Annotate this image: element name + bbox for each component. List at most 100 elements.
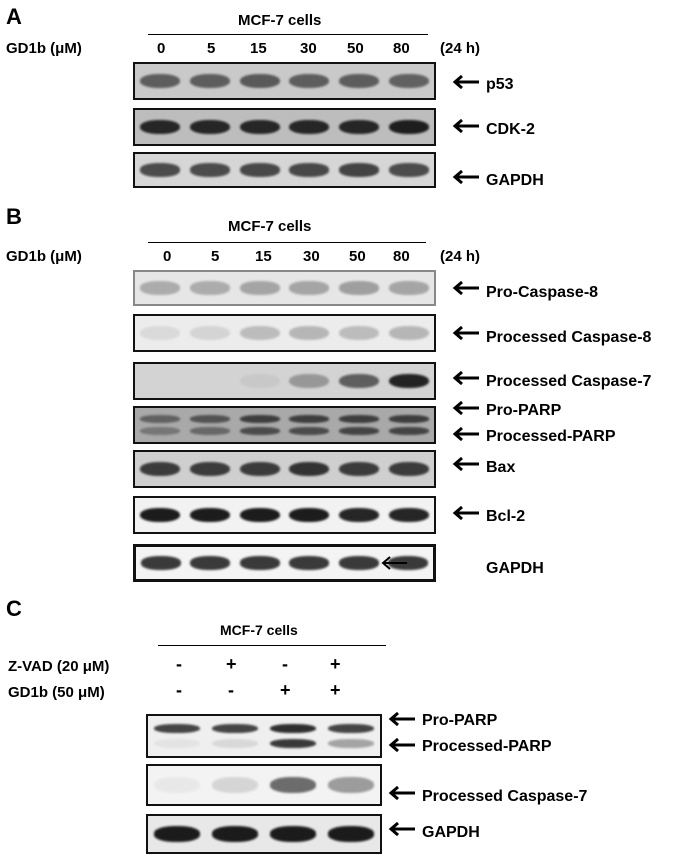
panel-b-cell-line: MCF-7 cells bbox=[228, 218, 312, 235]
panel-c-cell-line-underline bbox=[158, 645, 386, 646]
panel-c-letter: C bbox=[6, 596, 22, 621]
blot-band bbox=[239, 415, 280, 423]
blot-label-bax: Bax bbox=[486, 459, 516, 476]
blot-band bbox=[289, 461, 330, 477]
blot-a-cdk2 bbox=[133, 108, 436, 146]
blot-band bbox=[269, 826, 317, 842]
blot-band bbox=[388, 556, 429, 570]
blot-band bbox=[139, 415, 180, 423]
blot-band bbox=[389, 507, 429, 523]
left-arrow-icon bbox=[388, 712, 415, 726]
blot-band bbox=[289, 119, 330, 135]
left-arrow-icon bbox=[452, 506, 479, 520]
blot-label-c-pro-parp: Pro-PARP bbox=[422, 712, 498, 729]
blot-band bbox=[139, 119, 180, 135]
blot-label-processed-caspase8: Processed Caspase-8 bbox=[486, 329, 652, 346]
blot-band bbox=[239, 73, 280, 89]
blot-band bbox=[189, 73, 230, 89]
blot-label-p53: p53 bbox=[486, 76, 514, 93]
blot-band bbox=[389, 427, 429, 435]
left-arrow-icon bbox=[452, 119, 479, 133]
left-arrow-icon bbox=[452, 75, 479, 89]
blot-label-c-gapdh: GAPDH bbox=[422, 824, 480, 841]
blot-band bbox=[139, 325, 180, 341]
blot-band bbox=[289, 325, 330, 341]
panel-c-row1-label: Z-VAD (20 μM) bbox=[8, 658, 110, 675]
left-arrow-icon bbox=[452, 281, 479, 295]
dose-label: 0 bbox=[157, 40, 166, 57]
sign: + bbox=[330, 680, 341, 700]
blot-label-pro-caspase8: Pro-Caspase-8 bbox=[486, 284, 599, 301]
blot-band bbox=[239, 461, 280, 477]
blot-band bbox=[239, 163, 280, 177]
panel-a-dose-row: 0 5 15 30 50 80 bbox=[135, 40, 435, 60]
blot-band bbox=[139, 163, 180, 177]
blot-c-gapdh bbox=[146, 814, 382, 854]
panel-b-letter: B bbox=[6, 204, 22, 229]
blot-band bbox=[239, 373, 280, 389]
panel-b-treatment-label: GD1b (μM) bbox=[6, 248, 82, 265]
blot-band bbox=[289, 73, 330, 89]
blot-band bbox=[153, 777, 201, 793]
blot-band bbox=[338, 556, 379, 570]
panel-c-cell-line: MCF-7 cells bbox=[220, 622, 298, 638]
panel-b-time: (24 h) bbox=[440, 248, 481, 265]
dose-label: 30 bbox=[303, 248, 320, 265]
blot-label-c-processed-parp: Processed-PARP bbox=[422, 738, 552, 755]
blot-label-gapdh: GAPDH bbox=[486, 172, 544, 189]
blot-band bbox=[339, 461, 380, 477]
blot-band bbox=[269, 724, 317, 734]
dose-label: 50 bbox=[347, 40, 364, 57]
blot-band bbox=[339, 325, 380, 341]
panel-a-cell-line-underline bbox=[148, 34, 428, 35]
panel-a-letter: A bbox=[6, 4, 22, 29]
blot-band bbox=[289, 556, 330, 570]
blot-b-parp bbox=[133, 406, 436, 444]
blot-band bbox=[339, 119, 380, 135]
blot-band bbox=[289, 427, 330, 435]
dose-label: 80 bbox=[393, 40, 410, 57]
blot-band bbox=[327, 777, 375, 793]
dose-label: 15 bbox=[250, 40, 267, 57]
blot-band bbox=[339, 163, 380, 177]
blot-band bbox=[190, 556, 231, 570]
blot-band bbox=[289, 163, 330, 177]
blot-band bbox=[189, 415, 230, 423]
blot-c-processed-caspase7 bbox=[146, 764, 382, 806]
blot-band bbox=[327, 826, 375, 842]
blot-band bbox=[153, 738, 201, 748]
dose-label: 30 bbox=[300, 40, 317, 57]
dose-label: 0 bbox=[163, 248, 172, 265]
panel-c-row1-signs: - + - + bbox=[140, 654, 370, 676]
blot-band bbox=[211, 826, 259, 842]
blot-b-bax bbox=[133, 450, 436, 488]
blot-label-bcl2: Bcl-2 bbox=[486, 508, 526, 525]
blot-band bbox=[189, 119, 230, 135]
dose-label: 5 bbox=[211, 248, 220, 265]
blot-band bbox=[140, 556, 181, 570]
left-arrow-icon bbox=[452, 427, 479, 441]
blot-band bbox=[389, 163, 429, 177]
blot-band bbox=[189, 427, 230, 435]
blot-band bbox=[327, 738, 375, 748]
blot-label-processed-parp: Processed-PARP bbox=[486, 428, 616, 445]
blot-band bbox=[239, 427, 280, 435]
blot-band bbox=[289, 373, 330, 389]
blot-band bbox=[389, 73, 429, 89]
blot-label-processed-caspase7: Processed Caspase-7 bbox=[486, 373, 652, 390]
blot-band bbox=[339, 427, 380, 435]
panel-a-treatment-label: GD1b (μM) bbox=[6, 40, 82, 57]
blot-band bbox=[153, 724, 201, 734]
blot-band bbox=[139, 281, 180, 295]
blot-band bbox=[139, 461, 180, 477]
panel-c-row2-label: GD1b (50 μM) bbox=[8, 684, 105, 701]
blot-band bbox=[289, 507, 330, 523]
blot-band bbox=[189, 325, 230, 341]
blot-band bbox=[389, 415, 429, 423]
blot-band bbox=[189, 461, 230, 477]
panel-b-dose-row: 0 5 15 30 50 80 bbox=[135, 248, 435, 268]
sign: - bbox=[176, 654, 182, 674]
blot-b-processed-caspase8 bbox=[133, 314, 436, 352]
blot-a-p53 bbox=[133, 62, 436, 100]
blot-band bbox=[239, 507, 280, 523]
